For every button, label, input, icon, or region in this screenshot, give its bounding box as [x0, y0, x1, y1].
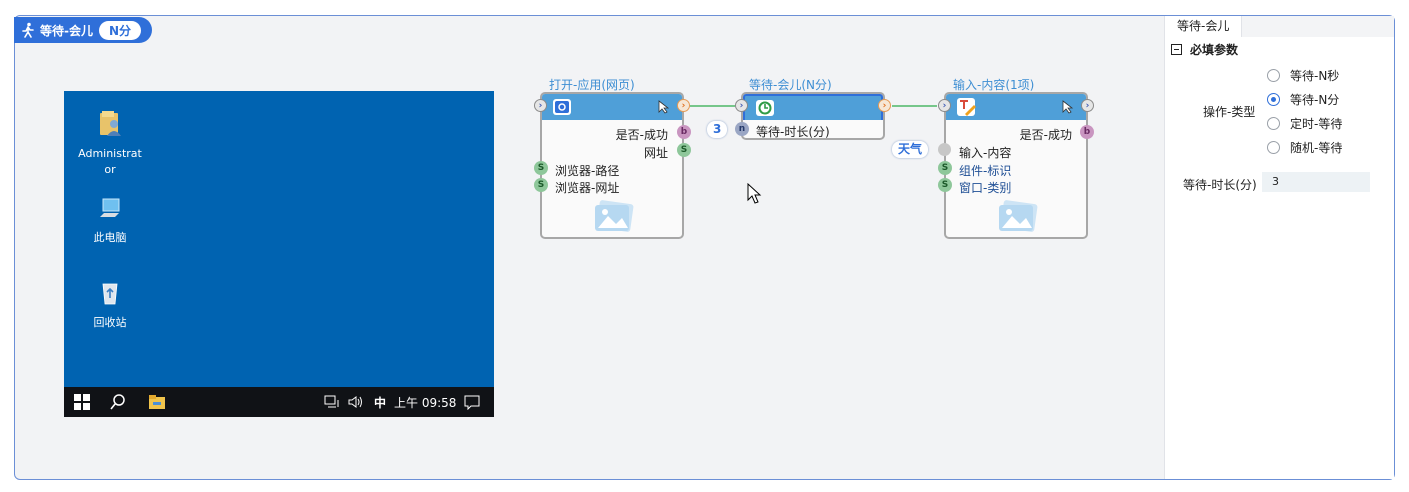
- string-input-port[interactable]: S: [534, 178, 548, 192]
- workflow-header: 等待-会儿 N分: [14, 17, 152, 43]
- flow-out-port[interactable]: ›: [1081, 99, 1094, 112]
- duration-label: 等待-时长(分): [1183, 178, 1257, 192]
- node-wait[interactable]: 等待-时长(分): [741, 92, 885, 140]
- input-label: 组件-标识: [959, 164, 1012, 178]
- recycle-bin-icon: [102, 283, 118, 305]
- string-input-port[interactable]: S: [534, 161, 548, 175]
- tab-wait[interactable]: 等待-会儿: [1165, 16, 1243, 37]
- radio-button-checked[interactable]: [1267, 93, 1280, 106]
- pointer-icon: [658, 100, 670, 114]
- clock-icon: [756, 100, 774, 116]
- required-params-section[interactable]: 必填参数: [1171, 41, 1238, 58]
- section-title: 必填参数: [1190, 43, 1239, 57]
- collapse-icon[interactable]: [1171, 44, 1182, 55]
- flow-in-port[interactable]: ›: [534, 99, 547, 112]
- text-edit-icon: [957, 98, 976, 116]
- input-label: 输入-内容: [959, 146, 1012, 160]
- file-explorer-icon: [149, 395, 165, 409]
- flow-out-port[interactable]: ›: [677, 99, 690, 112]
- desktop-icon-label: 回收站: [93, 316, 127, 329]
- notification-button[interactable]: [464, 387, 480, 417]
- string-output-port[interactable]: S: [677, 143, 691, 157]
- windows-logo-icon: [74, 394, 90, 410]
- network-tray-button[interactable]: [324, 387, 340, 417]
- flow-out-port[interactable]: ›: [878, 99, 891, 112]
- node-title[interactable]: 等待-会儿(N分): [749, 78, 832, 92]
- bool-output-port[interactable]: b: [1080, 125, 1094, 139]
- flow-in-port[interactable]: ›: [938, 99, 951, 112]
- op-type-label: 操作-类型: [1203, 105, 1256, 119]
- radio-label: 随机-等待: [1290, 141, 1343, 155]
- output-label: 网址: [643, 146, 668, 160]
- output-label: 是否-成功: [1019, 128, 1072, 142]
- taskbar-explorer-button[interactable]: [148, 387, 166, 417]
- volume-icon: [348, 396, 362, 408]
- desktop-icon-recycle-bin[interactable]: 回收站: [65, 278, 155, 331]
- input-label: 窗口-类别: [959, 181, 1012, 195]
- desktop-icon-label: Administrat or: [78, 147, 142, 176]
- volume-tray-button[interactable]: [348, 387, 364, 417]
- variable-chip[interactable]: 天气: [892, 141, 929, 158]
- taskbar-search-button[interactable]: [110, 387, 126, 417]
- computer-icon: [100, 198, 120, 217]
- desktop-icon-this-pc[interactable]: 此电脑: [65, 193, 155, 246]
- radio-label: 等待-N秒: [1290, 69, 1340, 83]
- image-placeholder-icon: [999, 200, 1038, 232]
- taskbar: 中 上午 09:58: [64, 387, 494, 417]
- header-title: 等待-会儿: [40, 23, 93, 38]
- radio-option[interactable]: 定时-等待: [1267, 115, 1342, 132]
- duration-input[interactable]: 3: [1262, 172, 1370, 192]
- start-button[interactable]: [74, 387, 90, 417]
- string-input-port[interactable]: S: [938, 178, 952, 192]
- mouse-cursor-icon: [747, 183, 762, 204]
- output-label: 是否-成功: [615, 128, 668, 142]
- pointer-icon: [1062, 100, 1074, 114]
- header-unit-pill[interactable]: N分: [98, 20, 142, 40]
- radio-option-selected[interactable]: 等待-N分: [1267, 91, 1339, 108]
- input-label: 浏览器-网址: [555, 181, 620, 195]
- properties-panel: 等待-会儿 必填参数 操作-类型 等待-N秒 等待-N分 定时-等待 随机-等待…: [1164, 16, 1394, 479]
- desktop-preview: Administrat or 此电脑 回收站: [64, 91, 494, 417]
- user-folder-icon: [100, 111, 121, 136]
- bool-output-port[interactable]: b: [677, 125, 691, 139]
- image-placeholder-icon: [595, 200, 634, 232]
- radio-label: 定时-等待: [1290, 117, 1343, 131]
- param-label: 等待-时长(分): [756, 125, 830, 139]
- radio-button[interactable]: [1267, 69, 1280, 82]
- radio-option[interactable]: 等待-N秒: [1267, 67, 1339, 84]
- node-title[interactable]: 输入-内容(1项): [953, 78, 1035, 92]
- node-open-app[interactable]: 是否-成功 网址 浏览器-路径 浏览器-网址: [540, 92, 684, 239]
- node-input-text[interactable]: 是否-成功 输入-内容 组件-标识 窗口-类别: [944, 92, 1088, 239]
- ime-indicator[interactable]: 中: [374, 395, 387, 410]
- desktop-icon-label: 此电脑: [93, 231, 127, 244]
- string-input-port[interactable]: S: [938, 161, 952, 175]
- number-input-port[interactable]: n: [735, 122, 749, 136]
- search-icon: [110, 394, 125, 410]
- node-title[interactable]: 打开-应用(网页): [549, 78, 635, 92]
- radio-label: 等待-N分: [1290, 93, 1340, 107]
- radio-button[interactable]: [1267, 141, 1280, 154]
- radio-button[interactable]: [1267, 117, 1280, 130]
- any-input-port[interactable]: [938, 143, 951, 156]
- param-value-chip[interactable]: 3: [707, 121, 728, 138]
- walking-person-icon: [22, 22, 34, 38]
- settings-app-icon: [553, 99, 571, 115]
- notification-icon: [464, 395, 480, 410]
- radio-option[interactable]: 随机-等待: [1267, 139, 1342, 156]
- taskbar-clock[interactable]: 上午 09:58: [394, 395, 457, 410]
- flow-in-port[interactable]: ›: [735, 99, 748, 112]
- network-icon: [324, 395, 339, 408]
- input-label: 浏览器-路径: [555, 164, 620, 178]
- desktop-icon-administrator[interactable]: Administrat or: [65, 109, 155, 178]
